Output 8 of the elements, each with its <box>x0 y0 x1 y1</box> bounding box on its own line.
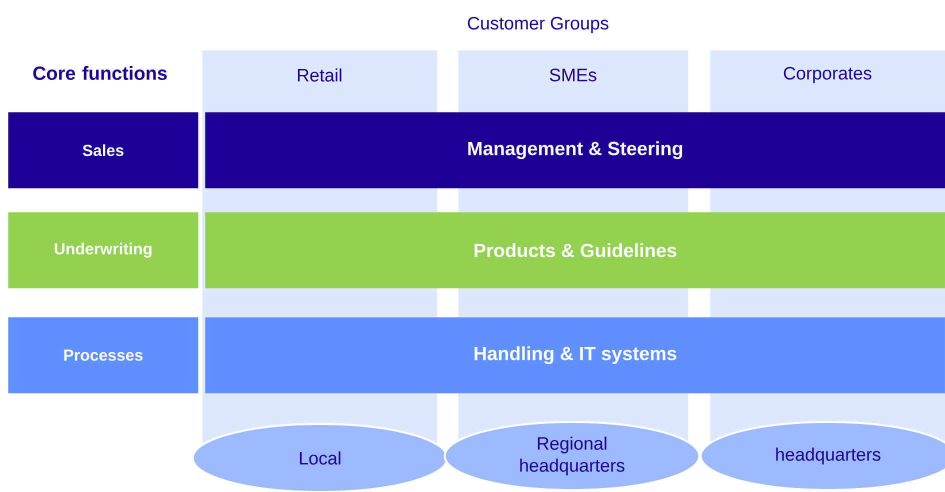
group-heading: Customer Groups <box>468 16 608 34</box>
function-box: Sales <box>8 112 198 188</box>
function-bar: Management & Steering <box>205 112 945 188</box>
function-bar: Products & Guidelines <box>205 212 945 288</box>
column-heading: Core functions <box>33 66 167 80</box>
function-box: Underwriting <box>8 212 198 288</box>
function-bar: Handling & IT systems <box>205 317 945 394</box>
function-box: Processes <box>8 317 198 394</box>
